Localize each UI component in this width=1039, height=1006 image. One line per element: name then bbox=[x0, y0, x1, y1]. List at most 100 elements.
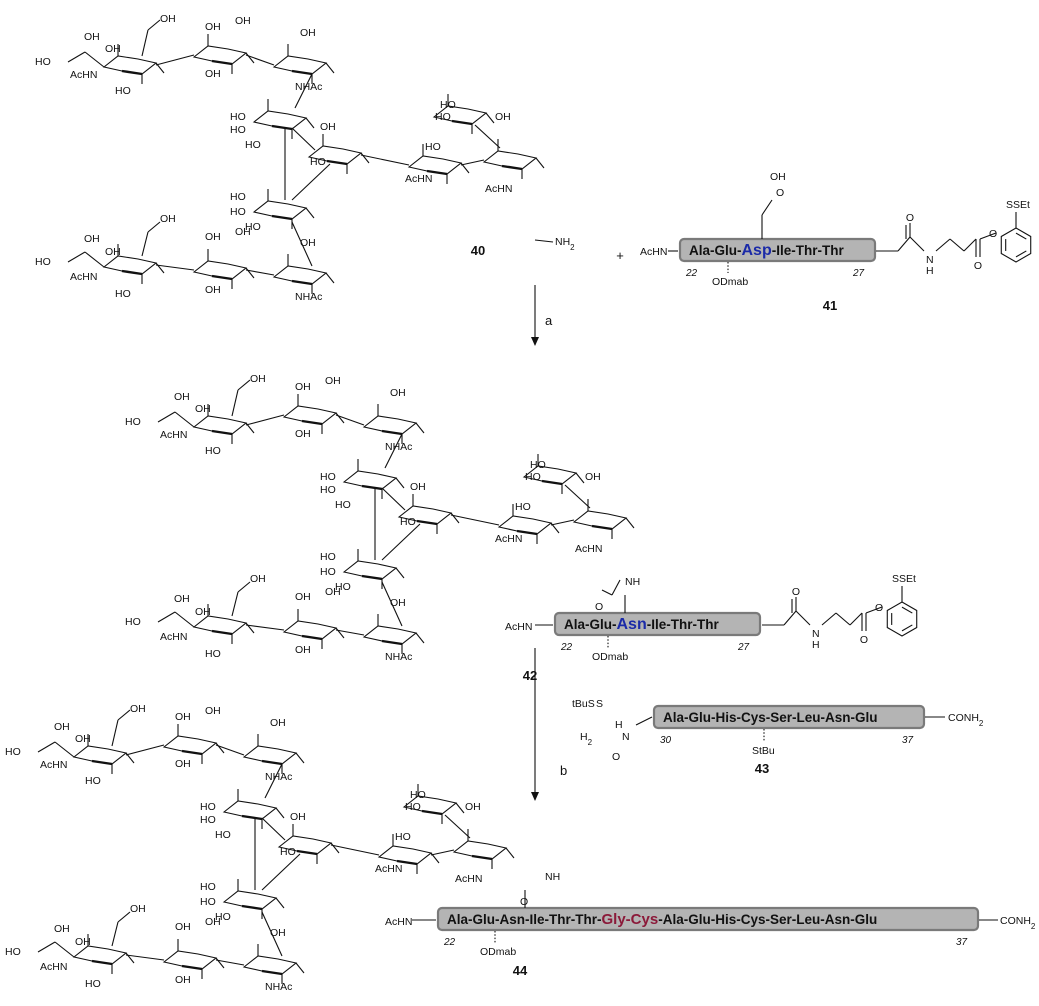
atom-label: HO bbox=[5, 946, 21, 958]
atom-label: HO bbox=[320, 471, 336, 483]
peptide-41-sequence: Ala-Glu-Asp-Ile-Thr-Thr bbox=[689, 242, 844, 259]
asp-acid-oh: OH bbox=[770, 171, 786, 183]
glycan-44-glcnac-lower bbox=[242, 944, 305, 984]
asp-acid-o: O bbox=[776, 187, 784, 199]
glycan-42-neuac-lower bbox=[192, 604, 255, 644]
atom-label: HO bbox=[530, 459, 546, 471]
nterm-acetyl-41: AcHN bbox=[640, 246, 667, 258]
atom-label: OH bbox=[495, 111, 511, 123]
peptide-41-start-index: 22 bbox=[685, 268, 698, 279]
atom-label: HO bbox=[335, 499, 351, 511]
bond bbox=[291, 127, 316, 151]
bond bbox=[174, 611, 195, 628]
atom-label: HO bbox=[200, 896, 216, 908]
bond bbox=[897, 236, 911, 252]
atom-label: HO bbox=[435, 111, 451, 123]
atom-label: NHAc bbox=[265, 771, 292, 783]
tbus-label: tBuS bbox=[572, 698, 595, 710]
atom-label: OH bbox=[175, 758, 191, 770]
atom-label: HO bbox=[230, 191, 246, 203]
atom-label: HO bbox=[215, 911, 231, 923]
atom-label: OH bbox=[390, 387, 406, 399]
bond bbox=[865, 606, 883, 614]
bond bbox=[141, 231, 149, 257]
atom-label: OH bbox=[105, 246, 121, 258]
bond bbox=[384, 433, 403, 469]
tail-42-carbonyl-o: O bbox=[792, 586, 800, 598]
tail-41-ssets: SSEt bbox=[1006, 199, 1030, 211]
glycan-40-glcnac-core2 bbox=[482, 139, 545, 179]
atom-label: AcHN bbox=[160, 429, 187, 441]
glycan-42-glcnac-upper bbox=[362, 404, 425, 444]
bond bbox=[147, 221, 161, 233]
bond bbox=[611, 579, 621, 596]
glycan-42-man-lower bbox=[342, 549, 405, 589]
atom-label: AcHN bbox=[495, 533, 522, 545]
atom-label: OH bbox=[390, 597, 406, 609]
tail-42-amide-h: H bbox=[812, 639, 820, 651]
bond bbox=[111, 921, 119, 947]
atom-label: OH bbox=[205, 21, 221, 33]
step-a-label: a bbox=[545, 313, 553, 328]
bond bbox=[335, 414, 365, 426]
atom-label: HO bbox=[320, 484, 336, 496]
atom-label: HO bbox=[230, 111, 246, 123]
atom-label: OH bbox=[300, 237, 316, 249]
bond bbox=[125, 954, 165, 961]
compound-43-label: 43 bbox=[755, 761, 769, 776]
atom-label: OH bbox=[195, 403, 211, 415]
peptide-42-sequence: Ala-Glu-Asn-Ile-Thr-Thr bbox=[564, 616, 719, 633]
atom-label: OH bbox=[174, 391, 190, 403]
bond bbox=[84, 251, 105, 268]
glycan-structures bbox=[37, 19, 635, 984]
odmab-42: ODmab bbox=[592, 651, 628, 663]
atom-label: OH bbox=[175, 711, 191, 723]
glycan-42-fucose bbox=[522, 454, 585, 494]
peptide-41-end-index: 27 bbox=[852, 268, 865, 279]
bond bbox=[335, 629, 365, 636]
glycan-42-glcnac-lower bbox=[362, 614, 425, 654]
bond bbox=[237, 581, 251, 593]
tail-42-ester-carbonyl-o: O bbox=[860, 634, 868, 646]
glycan-44-man-lower bbox=[222, 879, 285, 919]
glycan-40-gal-lower bbox=[192, 249, 255, 289]
amine-h2n: H2 bbox=[580, 731, 593, 747]
bond bbox=[381, 523, 421, 561]
glycan-40-glcnac-lower bbox=[272, 254, 335, 294]
bond bbox=[155, 264, 195, 271]
compound-44-label: 44 bbox=[513, 963, 528, 978]
atom-label: HO bbox=[200, 801, 216, 813]
bond bbox=[54, 741, 75, 758]
atom-label: OH bbox=[585, 471, 601, 483]
bond bbox=[291, 221, 313, 267]
cterm-conh2-43: CONH2 bbox=[948, 712, 984, 728]
bond bbox=[141, 29, 149, 57]
glycan-44-gal-lower bbox=[162, 939, 225, 979]
atom-label: AcHN bbox=[40, 759, 67, 771]
atom-label: OH bbox=[175, 921, 191, 933]
bond bbox=[1015, 232, 1027, 240]
atom-label: OH bbox=[235, 226, 251, 238]
bond bbox=[534, 239, 554, 243]
bond bbox=[294, 73, 313, 109]
atom-label: HO bbox=[200, 881, 216, 893]
glycan-44-man-core bbox=[277, 824, 340, 864]
bond bbox=[474, 124, 501, 149]
compound-41-label: 41 bbox=[823, 298, 837, 313]
odmab-41: ODmab bbox=[712, 276, 748, 288]
bond bbox=[1015, 250, 1027, 258]
peptide-42-end-index: 27 bbox=[737, 642, 750, 653]
atom-label: HO bbox=[215, 829, 231, 841]
bond bbox=[215, 959, 245, 966]
atom-label: HO bbox=[85, 775, 101, 787]
amide-n-43: N bbox=[622, 731, 630, 743]
atom-label: OH bbox=[290, 811, 306, 823]
atom-label: OH bbox=[84, 31, 100, 43]
atom-label: OH bbox=[205, 284, 221, 296]
bond bbox=[821, 612, 837, 626]
atom-label: OH bbox=[105, 43, 121, 55]
atom-label: OH bbox=[300, 27, 316, 39]
